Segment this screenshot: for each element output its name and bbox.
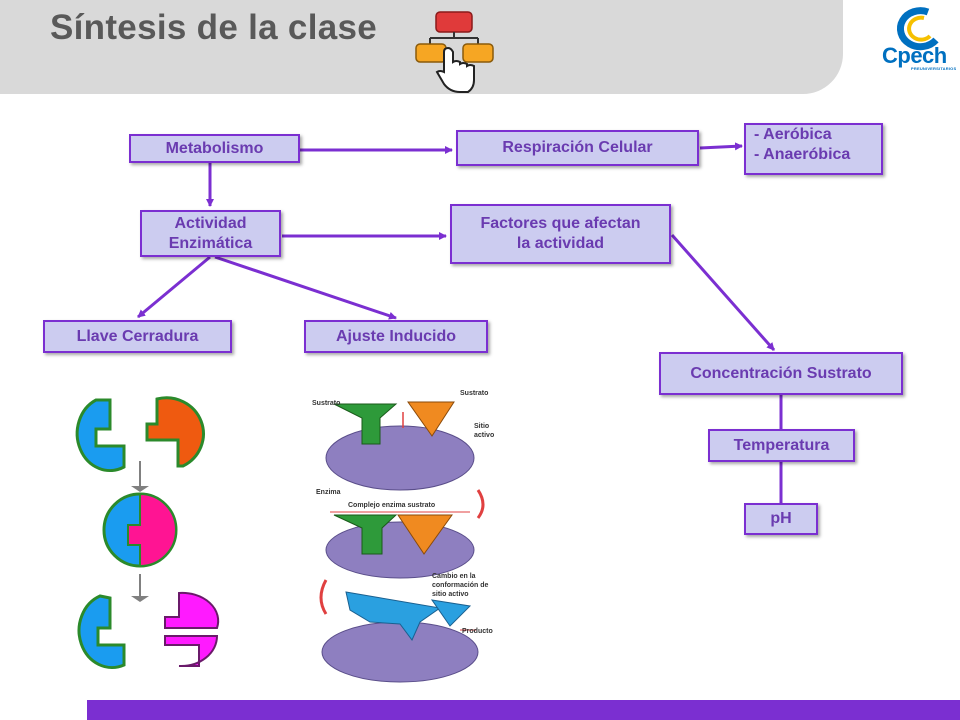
node-factores-line2: la actividad: [516, 235, 605, 252]
label-cambio-1: Cambio en la: [432, 573, 476, 580]
node-metabolismo: Metabolismo: [129, 134, 300, 163]
node-ajuste-inducido: Ajuste Inducido: [304, 320, 488, 353]
lock-and-key-illustration: [75, 396, 220, 670]
logo-subtitle: PREUNIVERSITARIOS: [911, 66, 957, 71]
node-tipos-respiracion: - Aeróbica - Anaeróbica: [744, 123, 883, 175]
induced-fit-illustration: [319, 401, 485, 683]
node-factores-line1: Factores que afectan: [480, 215, 641, 232]
cpech-logo-icon: [897, 7, 939, 51]
arrow-respiracion-tipos: [699, 142, 743, 151]
node-llave-cerradura: Llave Cerradura: [43, 320, 232, 353]
label-cambio-3: sitio activo: [432, 591, 469, 598]
label-producto: Producto: [462, 628, 493, 635]
node-concentracion-sustrato: Concentración Sustrato: [659, 352, 903, 395]
flowchart-hand-icon: [415, 11, 494, 93]
node-factores: Factores que afectan la actividad: [450, 204, 671, 264]
footer-bar: [87, 700, 960, 720]
label-sustrato-right: Sustrato: [460, 390, 489, 397]
label-sitio: Sitio: [474, 423, 490, 430]
node-respiracion-celular: Respiración Celular: [456, 130, 699, 166]
logo-wordmark: Cpech: [882, 43, 947, 68]
node-actividad-enzimatica: Actividad Enzimática: [140, 210, 281, 257]
arrow-factores-concentracion: [670, 234, 776, 351]
label-sustrato-left: Sustrato: [312, 400, 341, 407]
arrow-actividad-ajuste: [214, 255, 397, 320]
node-aerobica-label: - Aeróbica: [754, 126, 832, 143]
page-title: Síntesis de la clase: [50, 8, 378, 47]
label-cambio-2: conformación de: [432, 582, 489, 589]
label-activo: activo: [474, 432, 495, 439]
node-temperatura: Temperatura: [708, 429, 855, 462]
arrow-actividad-llave: [137, 255, 211, 319]
label-enzima: Enzima: [316, 489, 341, 496]
node-actividad-line2: Enzimática: [168, 234, 253, 252]
node-anaerobica-label: - Anaeróbica: [754, 146, 851, 163]
node-actividad-line1: Actividad: [174, 214, 247, 232]
label-complejo: Complejo enzima sustrato: [348, 502, 436, 509]
node-ph: pH: [744, 503, 818, 535]
